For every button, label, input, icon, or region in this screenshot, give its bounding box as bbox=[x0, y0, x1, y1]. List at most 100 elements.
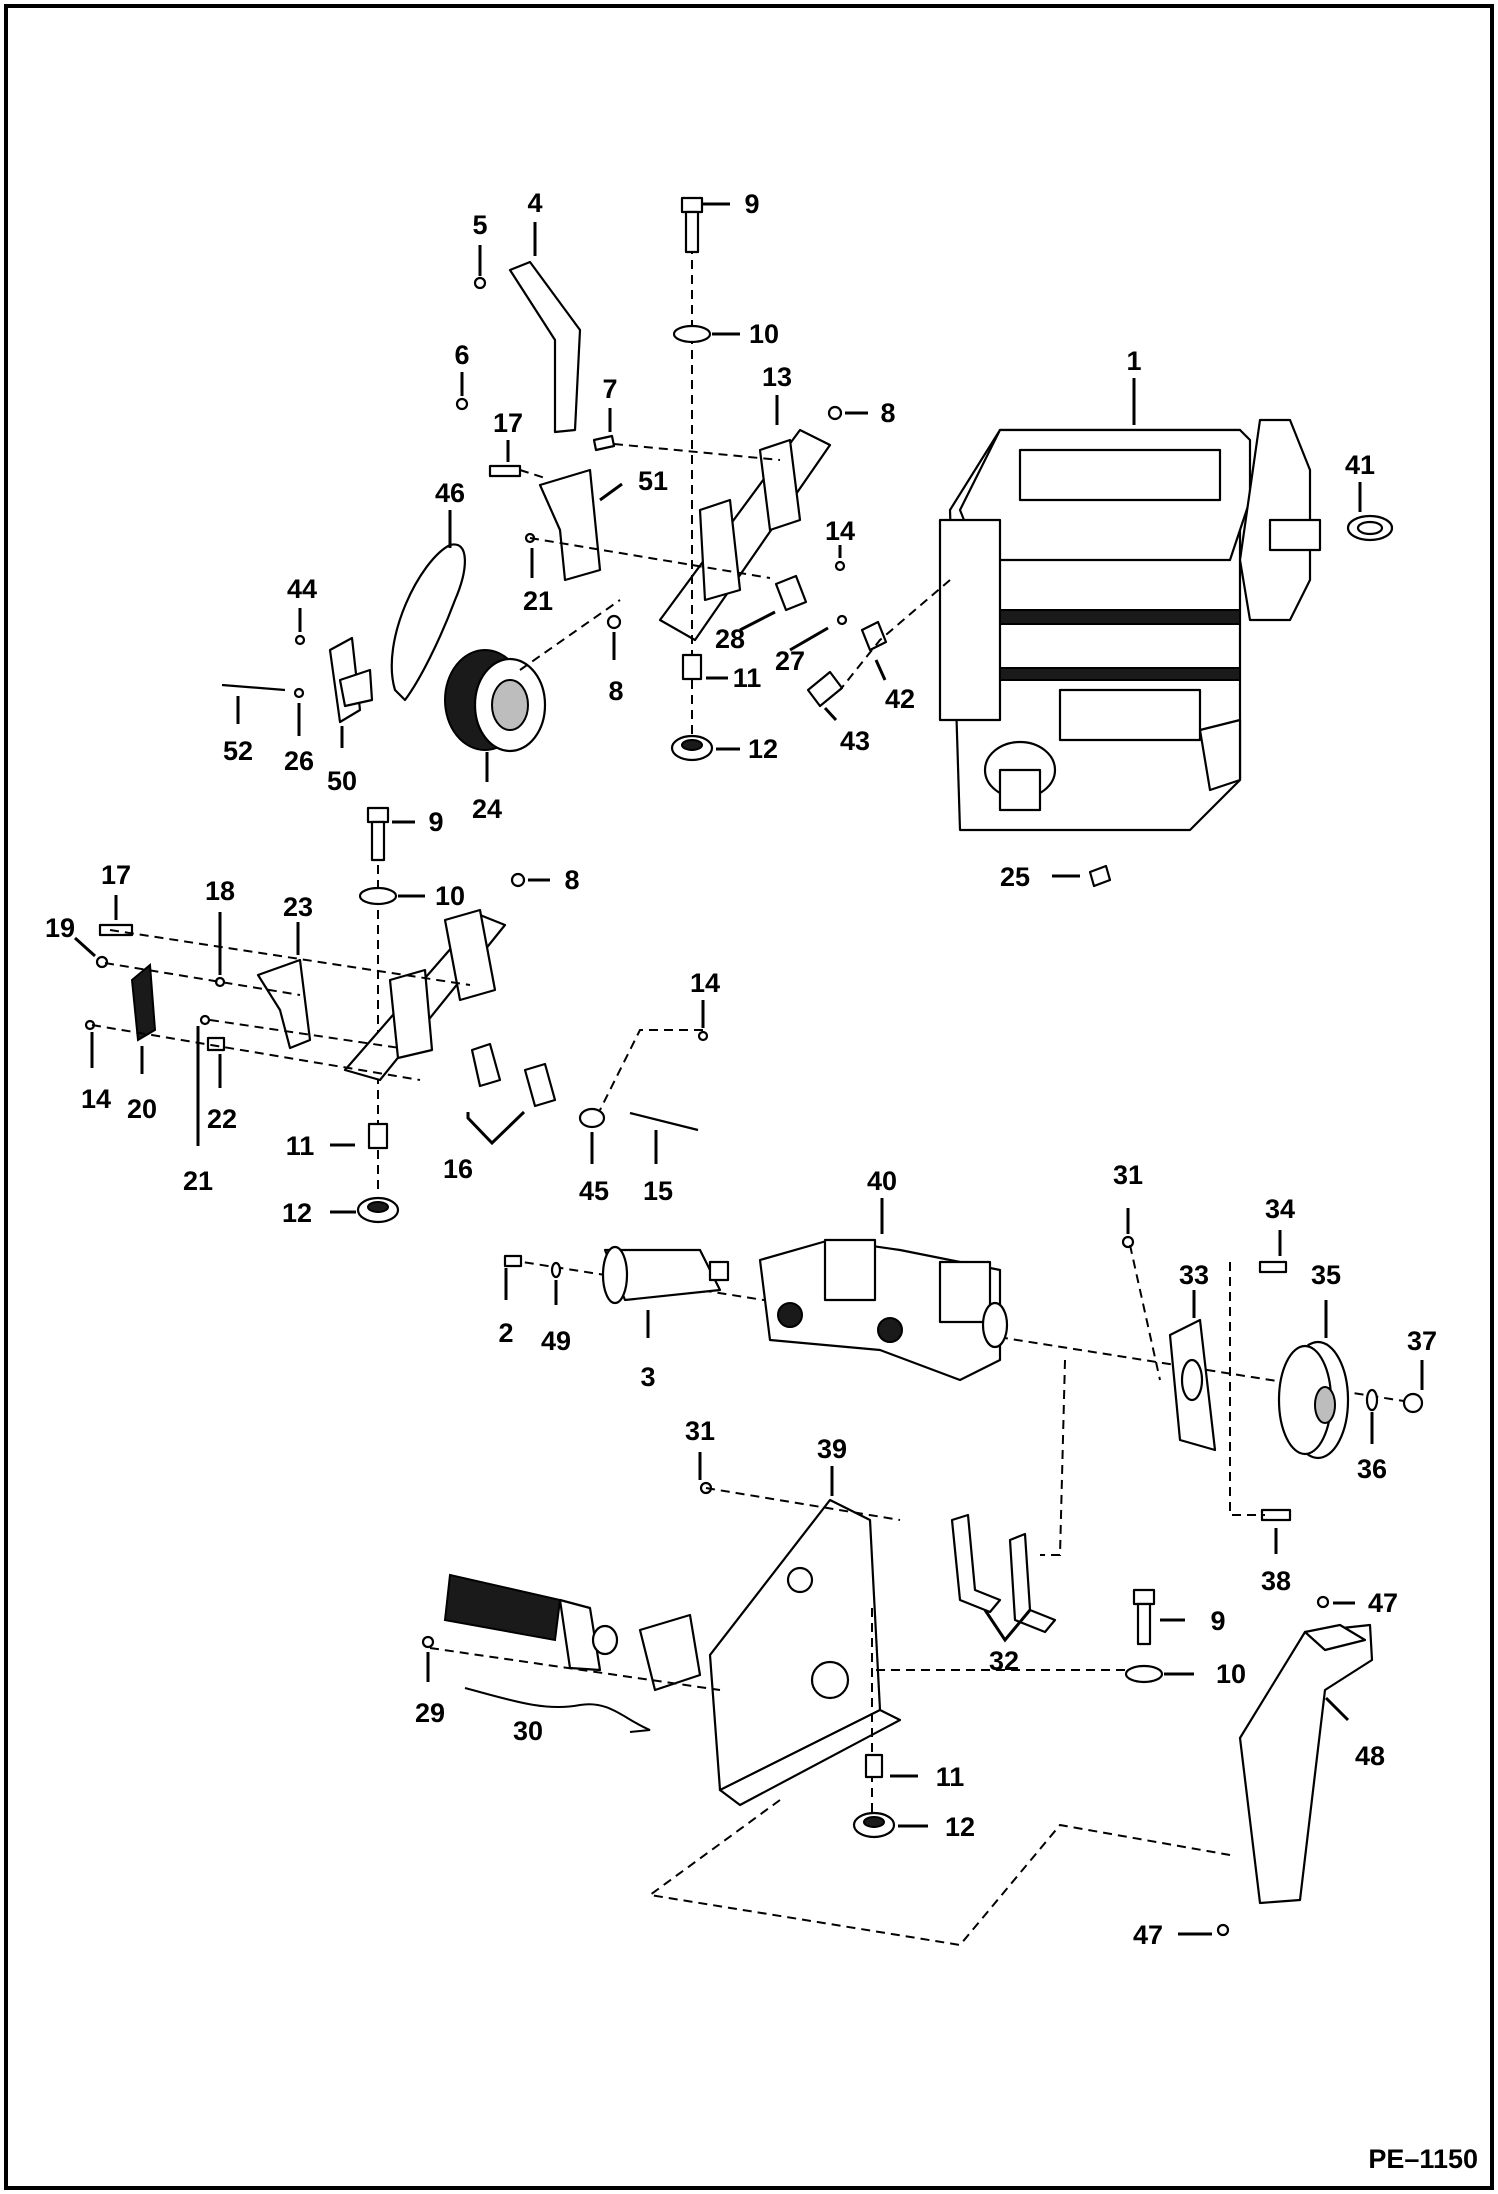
callout-12-upper: 12 bbox=[748, 734, 778, 764]
starter-part-30 bbox=[443, 1573, 702, 1692]
callout-36: 36 bbox=[1357, 1454, 1387, 1484]
callout-9-lower: 9 bbox=[1210, 1606, 1225, 1636]
dashed-leader-19 bbox=[104, 962, 301, 996]
callout-11-lower: 11 bbox=[936, 1762, 965, 1792]
callout-1: 1 bbox=[1126, 346, 1141, 376]
isolator-part-12-upper bbox=[670, 734, 714, 762]
callout-14-right: 14 bbox=[690, 968, 720, 998]
callout-46: 46 bbox=[435, 478, 465, 508]
nut-part-37 bbox=[1402, 1392, 1424, 1414]
dashed-leader-24 bbox=[519, 599, 621, 671]
washer-part-10-upper bbox=[672, 324, 712, 344]
bolt-part-52 bbox=[221, 683, 286, 692]
washer-part-26 bbox=[293, 687, 305, 699]
dashed-leader-34-38 bbox=[1229, 1262, 1265, 1516]
callout-14-left: 14 bbox=[81, 1084, 111, 1114]
dashed-leader-42-43 bbox=[839, 579, 951, 691]
callout-8-lower: 8 bbox=[564, 865, 579, 895]
bolt-part-5 bbox=[473, 276, 487, 290]
callout-44: 44 bbox=[287, 574, 317, 604]
callout-8-mid: 8 bbox=[608, 676, 623, 706]
bolt-part-9-middle bbox=[366, 806, 390, 862]
bolt-part-15 bbox=[629, 1111, 699, 1132]
leader-16 bbox=[466, 1110, 526, 1146]
callout-20: 20 bbox=[127, 1094, 157, 1124]
leader-48 bbox=[1324, 1696, 1350, 1722]
callout-34: 34 bbox=[1265, 1194, 1295, 1224]
nut-part-8-lower bbox=[510, 872, 526, 888]
callout-17-middle: 17 bbox=[101, 860, 131, 890]
gear-pump-part-3 bbox=[601, 1245, 730, 1305]
callout-17-upper: 17 bbox=[493, 408, 523, 438]
callout-45: 45 bbox=[579, 1176, 609, 1206]
nut-part-14-right bbox=[697, 1030, 709, 1042]
callout-21-middle: 21 bbox=[183, 1166, 213, 1196]
spacer-part-11-upper bbox=[681, 653, 703, 681]
bolt-part-29 bbox=[421, 1635, 435, 1649]
callout-27: 27 bbox=[775, 646, 805, 676]
callout-31-lower: 31 bbox=[685, 1416, 715, 1446]
callout-12-middle: 12 bbox=[282, 1198, 312, 1228]
bolt-part-6 bbox=[455, 397, 469, 411]
isolator-part-12-middle bbox=[356, 1196, 400, 1224]
callout-3: 3 bbox=[640, 1362, 655, 1392]
callout-15: 15 bbox=[643, 1176, 673, 1206]
dashed-leader-14-right bbox=[599, 1029, 703, 1111]
clamp-part-41 bbox=[1346, 514, 1394, 542]
leader-19 bbox=[73, 936, 97, 958]
washer-part-36 bbox=[1365, 1388, 1379, 1412]
mount-plate-part-39 bbox=[708, 1498, 902, 1807]
callout-26: 26 bbox=[284, 746, 314, 776]
callout-35: 35 bbox=[1311, 1260, 1341, 1290]
dashed-leader-21 bbox=[529, 537, 771, 579]
callout-31-upper: 31 bbox=[1113, 1160, 1143, 1190]
callout-41: 41 bbox=[1345, 450, 1375, 480]
bolt-part-7 bbox=[592, 434, 616, 452]
bolt-part-38 bbox=[1260, 1508, 1292, 1522]
bolt-part-44 bbox=[294, 634, 306, 646]
callout-47-lower: 47 bbox=[1133, 1920, 1163, 1950]
callout-13: 13 bbox=[762, 362, 792, 392]
callout-22: 22 bbox=[207, 1104, 237, 1134]
plate-part-33 bbox=[1168, 1318, 1217, 1452]
callout-12-lower: 12 bbox=[945, 1812, 975, 1842]
diagram-code: PE–1150 bbox=[1368, 2144, 1478, 2174]
callout-50: 50 bbox=[327, 766, 357, 796]
bolt-part-9-lower bbox=[1132, 1588, 1156, 1646]
callout-38: 38 bbox=[1261, 1566, 1291, 1596]
callout-33: 33 bbox=[1179, 1260, 1209, 1290]
dashed-leader-31 bbox=[1129, 1244, 1161, 1381]
bolt-part-14-upper bbox=[834, 560, 846, 572]
callout-9-middle: 9 bbox=[428, 807, 443, 837]
callout-14-upper: 14 bbox=[825, 516, 855, 546]
leader-43 bbox=[823, 706, 838, 722]
dashed-leader-32 bbox=[1040, 1359, 1066, 1556]
wire-part-30 bbox=[464, 1687, 651, 1733]
plates-part-16 bbox=[470, 1042, 557, 1108]
washer-part-49 bbox=[550, 1261, 562, 1279]
pulley-part-35 bbox=[1277, 1340, 1350, 1460]
dashed-leader-bottom-loop bbox=[647, 1799, 1231, 1947]
dashed-leader-29 bbox=[429, 1647, 721, 1691]
bolt-part-34 bbox=[1258, 1260, 1288, 1274]
callout-16: 16 bbox=[443, 1154, 473, 1184]
callout-23: 23 bbox=[283, 892, 313, 922]
bracket-part-50 bbox=[328, 636, 374, 724]
page-border bbox=[4, 4, 1494, 2190]
isolator-part-12-lower bbox=[852, 1811, 896, 1839]
washer-part-10-lower bbox=[1124, 1664, 1164, 1684]
callout-42: 42 bbox=[885, 684, 915, 714]
fitting-part-42 bbox=[860, 620, 888, 652]
bushing-part-45 bbox=[578, 1107, 606, 1129]
callout-7: 7 bbox=[602, 374, 617, 404]
fitting-part-43 bbox=[806, 670, 844, 708]
callout-8-upper: 8 bbox=[880, 398, 895, 428]
spacer-part-11-middle bbox=[367, 1122, 389, 1150]
bracket-part-4 bbox=[508, 260, 582, 434]
bolt-part-9-upper bbox=[680, 196, 704, 254]
callout-5: 5 bbox=[472, 210, 487, 240]
dashed-leader-7 bbox=[613, 443, 781, 461]
callout-10-upper: 10 bbox=[749, 319, 779, 349]
